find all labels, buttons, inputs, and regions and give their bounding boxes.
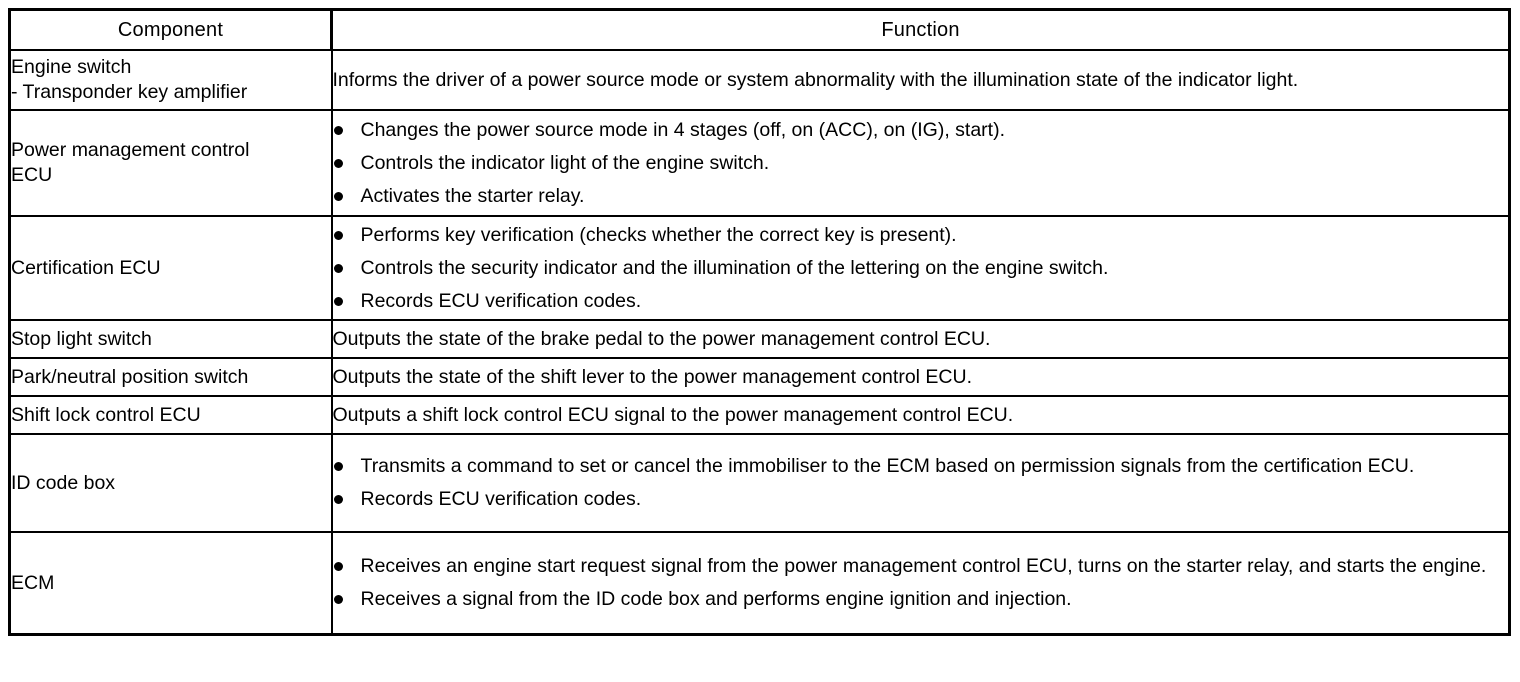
table-row: Stop light switch Outputs the state of th…: [8, 319, 1511, 359]
bullet-dot-icon: [333, 562, 343, 571]
bullet-dot-icon: [333, 595, 343, 604]
table-row: Shift lock control ECU Outputs a shift lo…: [8, 395, 1511, 435]
component-label-line: Power management control: [11, 139, 250, 161]
bullet-dot-icon: [333, 462, 343, 471]
function-bullet-item: Performs key verification (checks whethe…: [333, 223, 1509, 248]
function-bullet-list: Transmits a command to set or cancel the…: [333, 454, 1509, 512]
function-cell-park-neutral-position-switch: Outputs the state of the shift lever to …: [330, 357, 1511, 397]
component-label: ECM: [11, 571, 331, 596]
component-cell-engine-switch: Engine switch - Transponder key amplifier: [8, 49, 333, 111]
function-bullet-text: Receives a signal from the ID code box a…: [360, 588, 1072, 610]
function-cell-stop-light-switch: Outputs the state of the brake pedal to …: [330, 319, 1511, 359]
component-label-line: - Transponder key amplifier: [11, 81, 248, 103]
component-label-line: ID code box: [11, 471, 116, 494]
component-cell-ecm: ECM: [8, 531, 333, 636]
component-cell-stop-light-switch: Stop light switch: [8, 319, 333, 359]
table-body: Engine switch - Transponder key amplifier…: [8, 49, 1511, 636]
component-label-line: ECM: [11, 571, 55, 594]
component-label-line: Certification ECU: [11, 256, 161, 279]
function-bullet-item: Changes the power source mode in 4 stage…: [333, 118, 1509, 143]
component-label-line: Shift lock control ECU: [11, 403, 201, 426]
table-row: ID code box Transmits a command to set or…: [8, 433, 1511, 533]
component-label: Stop light switch: [11, 327, 331, 352]
bullet-dot-icon: [333, 191, 343, 201]
bullet-dot-icon: [333, 158, 343, 168]
bullet-dot-icon: [333, 296, 343, 306]
function-bullet-item: Controls the indicator light of the engi…: [333, 151, 1509, 176]
function-bullet-item: Records ECU verification codes.: [333, 289, 1509, 314]
function-bullet-item: Activates the starter relay.: [333, 184, 1509, 209]
component-label: ID code box: [11, 471, 331, 496]
function-bullet-list: Performs key verification (checks whethe…: [333, 223, 1509, 314]
function-cell-shift-lock-control-ecu: Outputs a shift lock control ECU signal …: [330, 395, 1511, 435]
component-label: Engine switch - Transponder key amplifier: [11, 55, 331, 105]
function-bullet-list: Changes the power source mode in 4 stage…: [333, 118, 1509, 209]
component-label-line: ECU: [11, 164, 53, 186]
function-bullet-item: Transmits a command to set or cancel the…: [333, 454, 1509, 479]
function-bullet-item: Receives an engine start request signal …: [333, 554, 1509, 579]
function-cell-id-code-box: Transmits a command to set or cancel the…: [330, 433, 1511, 533]
function-bullet-text: Records ECU verification codes.: [360, 488, 642, 510]
component-label: Park/neutral position switch: [11, 365, 331, 390]
table-row: Park/neutral position switch Outputs the …: [8, 357, 1511, 397]
function-bullet-item: Controls the security indicator and the …: [333, 256, 1509, 281]
table-row: ECM Receives an engine start request sign…: [8, 531, 1511, 636]
column-header-component: Component: [8, 8, 333, 51]
component-function-table: Component Function Engine switch - Transp…: [8, 8, 1511, 636]
function-bullet-text: Records ECU verification codes.: [360, 289, 642, 312]
table-header-row: Component Function: [8, 8, 1511, 51]
component-label-line: Engine switch: [11, 56, 132, 78]
component-cell-park-neutral-position-switch: Park/neutral position switch: [8, 357, 333, 397]
component-cell-shift-lock-control-ecu: Shift lock control ECU: [8, 395, 333, 435]
function-cell-ecm: Receives an engine start request signal …: [330, 531, 1511, 636]
function-text: Informs the driver of a power source mod…: [332, 68, 1299, 91]
table-header: Component Function: [8, 8, 1511, 51]
function-cell-engine-switch: Informs the driver of a power source mod…: [330, 49, 1511, 111]
function-text: Outputs the state of the brake pedal to …: [332, 327, 991, 350]
component-label: Shift lock control ECU: [11, 403, 331, 428]
function-bullet-item: Records ECU verification codes.: [333, 487, 1509, 512]
bullet-dot-icon: [333, 230, 343, 240]
function-bullet-text: Controls the security indicator and the …: [360, 256, 1109, 279]
bullet-dot-icon: [333, 263, 343, 273]
function-bullet-text: Transmits a command to set or cancel the…: [360, 455, 1415, 477]
function-bullet-list: Receives an engine start request signal …: [333, 554, 1509, 612]
component-label: Certification ECU: [11, 256, 331, 281]
function-text: Outputs the state of the shift lever to …: [332, 365, 973, 388]
function-cell-power-management-control-ecu: Changes the power source mode in 4 stage…: [330, 109, 1511, 217]
function-cell-certification-ecu: Performs key verification (checks whethe…: [330, 215, 1511, 321]
component-cell-id-code-box: ID code box: [8, 433, 333, 533]
component-label-line: Stop light switch: [11, 327, 152, 350]
function-bullet-text: Changes the power source mode in 4 stage…: [360, 118, 1006, 141]
table-row: Engine switch - Transponder key amplifier…: [8, 49, 1511, 111]
bullet-dot-icon: [333, 125, 343, 135]
component-cell-certification-ecu: Certification ECU: [8, 215, 333, 321]
component-label-line: Park/neutral position switch: [11, 365, 249, 388]
table-row: Certification ECU Performs key verificati…: [8, 215, 1511, 321]
function-bullet-text: Controls the indicator light of the engi…: [360, 151, 770, 174]
bullet-dot-icon: [333, 495, 343, 504]
column-header-function: Function: [330, 8, 1511, 51]
function-text: Outputs a shift lock control ECU signal …: [332, 403, 1014, 426]
function-bullet-item: Receives a signal from the ID code box a…: [333, 587, 1509, 612]
function-bullet-text: Activates the starter relay.: [360, 184, 585, 207]
function-bullet-text: Receives an engine start request signal …: [360, 555, 1487, 577]
function-bullet-text: Performs key verification (checks whethe…: [360, 223, 957, 246]
